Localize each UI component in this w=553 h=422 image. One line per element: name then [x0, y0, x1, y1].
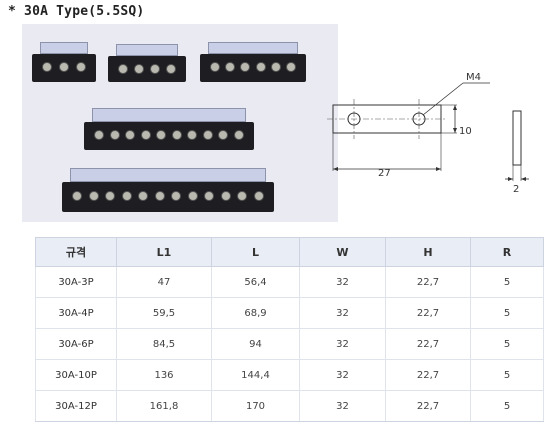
table-cell: 32: [299, 390, 386, 422]
table-cell: 84,5: [116, 328, 212, 360]
table-cell: 32: [299, 266, 386, 298]
table-cell: 30A-12P: [35, 390, 117, 422]
column-header: H: [385, 237, 471, 267]
table-cell: 22,7: [385, 297, 471, 329]
table-cell: 5: [470, 328, 544, 360]
table-cell: 68,9: [211, 297, 300, 329]
table-cell: 30A-4P: [35, 297, 117, 329]
table-cell: 47: [116, 266, 212, 298]
table-cell: 144,4: [211, 359, 300, 391]
table-row: 30A-12P 161,8 170 32 22,7 5: [35, 390, 544, 422]
terminal-block-10p-image: [84, 106, 254, 150]
table-cell: 56,4: [211, 266, 300, 298]
table-cell: 22,7: [385, 266, 471, 298]
table-cell: 32: [299, 359, 386, 391]
length-dimension-label: 27: [378, 168, 391, 179]
table-cell: 5: [470, 266, 544, 298]
table-cell: 59,5: [116, 297, 212, 329]
terminal-block-12p-image: [62, 166, 274, 212]
table-header-row: 규격 L1 L W H R: [35, 237, 544, 267]
column-header: R: [470, 237, 544, 267]
thickness-dimension-label: 2: [513, 184, 520, 195]
table-cell: 5: [470, 359, 544, 391]
table-cell: 32: [299, 297, 386, 329]
terminal-block-3p-image: [32, 40, 96, 82]
terminal-block-4p-image: [108, 42, 186, 82]
table-cell: 5: [470, 390, 544, 422]
terminal-block-6p-image: [200, 40, 306, 82]
column-header: L: [211, 237, 300, 267]
table-cell: 22,7: [385, 390, 471, 422]
column-header: L1: [116, 237, 212, 267]
table-row: 30A-3P 47 56,4 32 22,7 5: [35, 266, 544, 298]
specification-table: 규격 L1 L W H R 30A-3P 47 56,4 32 22,7 5 3…: [35, 237, 544, 422]
column-header: 규격: [35, 237, 117, 267]
dimension-drawing: [327, 82, 529, 181]
table-row: 30A-4P 59,5 68,9 32 22,7 5: [35, 297, 544, 329]
table-cell: 30A-6P: [35, 328, 117, 360]
table-cell: 94: [211, 328, 300, 360]
table-cell: 32: [299, 328, 386, 360]
table-cell: 22,7: [385, 328, 471, 360]
table-row: 30A-6P 84,5 94 32 22,7 5: [35, 328, 544, 360]
table-cell: 30A-3P: [35, 266, 117, 298]
table-cell: 161,8: [116, 390, 212, 422]
hole-size-label: M4: [466, 72, 481, 83]
table-cell: 136: [116, 359, 212, 391]
table-cell: 22,7: [385, 359, 471, 391]
height-dimension-label: 10: [459, 126, 472, 137]
table-cell: 30A-10P: [35, 359, 117, 391]
column-header: W: [299, 237, 386, 267]
table-cell: 5: [470, 297, 544, 329]
page-title: * 30A Type(5.5SQ): [8, 4, 145, 19]
table-row: 30A-10P 136 144,4 32 22,7 5: [35, 359, 544, 391]
table-cell: 170: [211, 390, 300, 422]
